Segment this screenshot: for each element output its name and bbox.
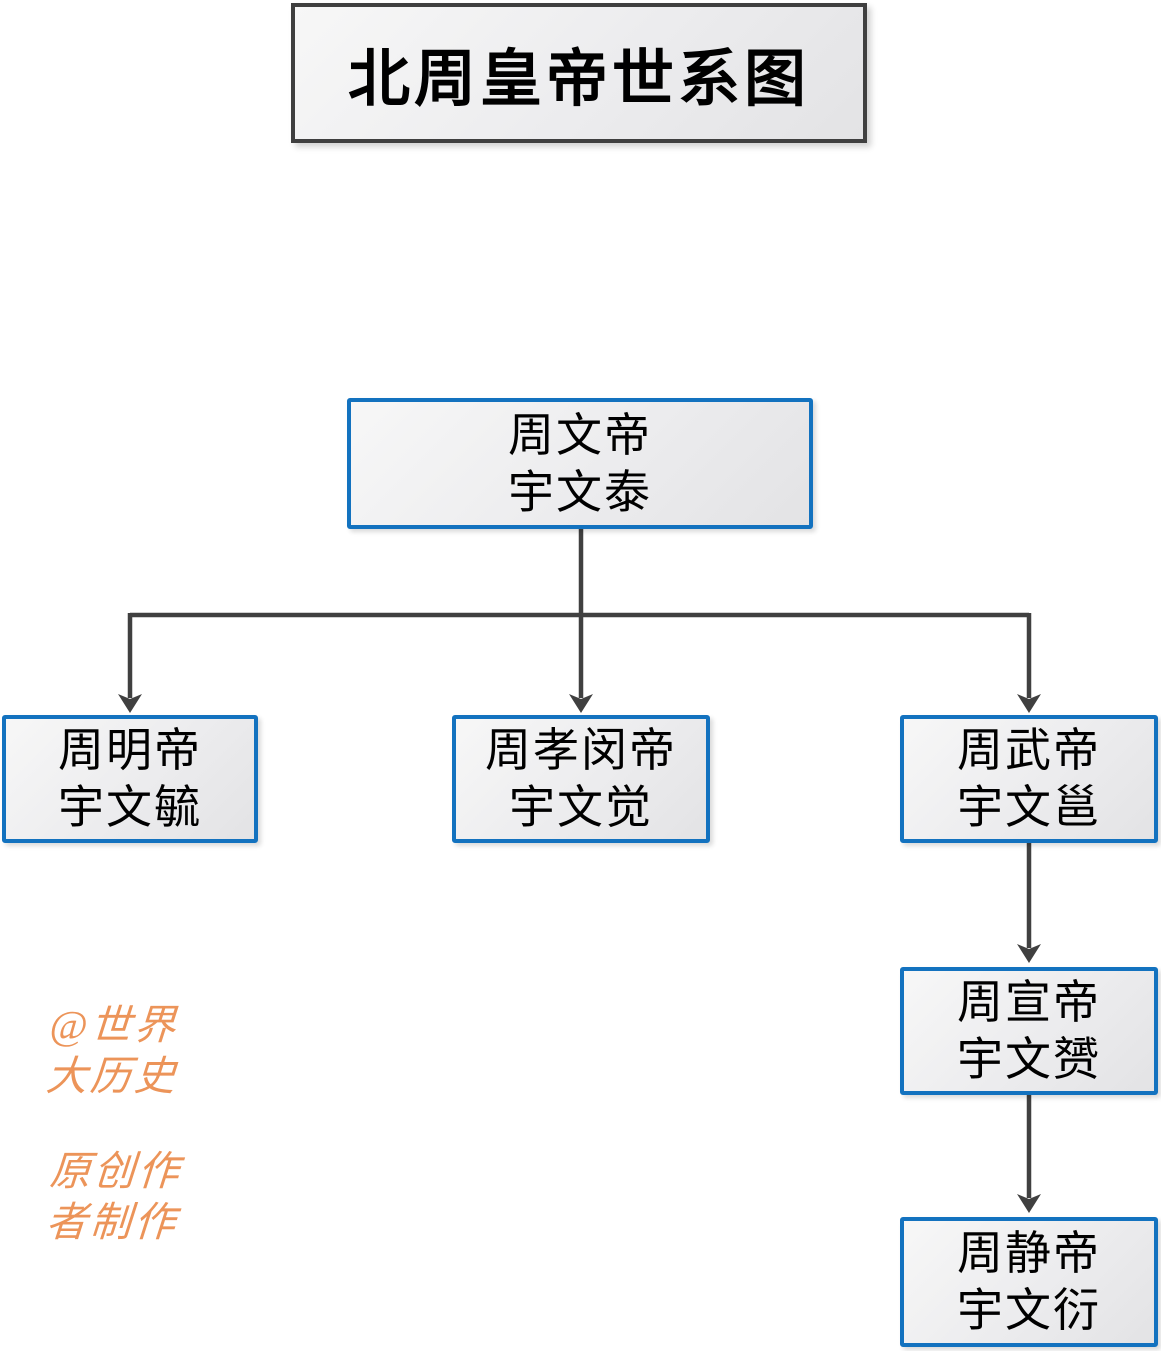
- node-emperor-wen: 周文帝 宇文泰: [347, 398, 813, 529]
- node-emperor-ming-title: 周明帝: [58, 725, 202, 776]
- node-emperor-xiaomin-title: 周孝闵帝: [485, 725, 677, 776]
- node-emperor-xiaomin: 周孝闵帝 宇文觉: [452, 715, 710, 843]
- node-emperor-xiaomin-name: 宇文觉: [509, 782, 653, 833]
- arrowhead-wu: [1017, 694, 1041, 713]
- node-emperor-wen-name: 宇文泰: [508, 466, 652, 518]
- node-emperor-wu-name: 宇文邕: [957, 782, 1101, 833]
- watermark-credit: 原创作 者制作: [44, 1146, 184, 1248]
- node-emperor-ming: 周明帝 宇文毓: [2, 715, 258, 843]
- watermark-author: @世界 大历史: [44, 1000, 183, 1102]
- watermark-line: @世界: [48, 1002, 181, 1048]
- node-emperor-ming-name: 宇文毓: [58, 782, 202, 833]
- diagram-title-text: 北周皇帝世系图: [347, 46, 810, 114]
- node-emperor-jing-name: 宇文衍: [957, 1285, 1101, 1336]
- node-emperor-xuan: 周宣帝 宇文赟: [900, 967, 1158, 1095]
- node-emperor-jing-title: 周静帝: [957, 1228, 1101, 1279]
- diagram-title: 北周皇帝世系图: [291, 3, 867, 143]
- arrowhead-xuan: [1017, 944, 1041, 963]
- watermark-line: 者制作: [44, 1199, 180, 1245]
- node-emperor-xuan-title: 周宣帝: [957, 977, 1101, 1028]
- arrowhead-jing: [1017, 1194, 1041, 1213]
- watermark-line: 原创作: [48, 1148, 184, 1194]
- node-emperor-wen-title: 周文帝: [508, 409, 652, 461]
- node-emperor-xuan-name: 宇文赟: [957, 1034, 1101, 1085]
- watermark-line: 大历史: [44, 1053, 180, 1099]
- node-emperor-jing: 周静帝 宇文衍: [900, 1217, 1158, 1347]
- node-emperor-wu: 周武帝 宇文邕: [900, 715, 1158, 843]
- arrowhead-xiaomin: [569, 694, 593, 713]
- arrowhead-ming: [118, 694, 142, 713]
- node-emperor-wu-title: 周武帝: [957, 725, 1101, 776]
